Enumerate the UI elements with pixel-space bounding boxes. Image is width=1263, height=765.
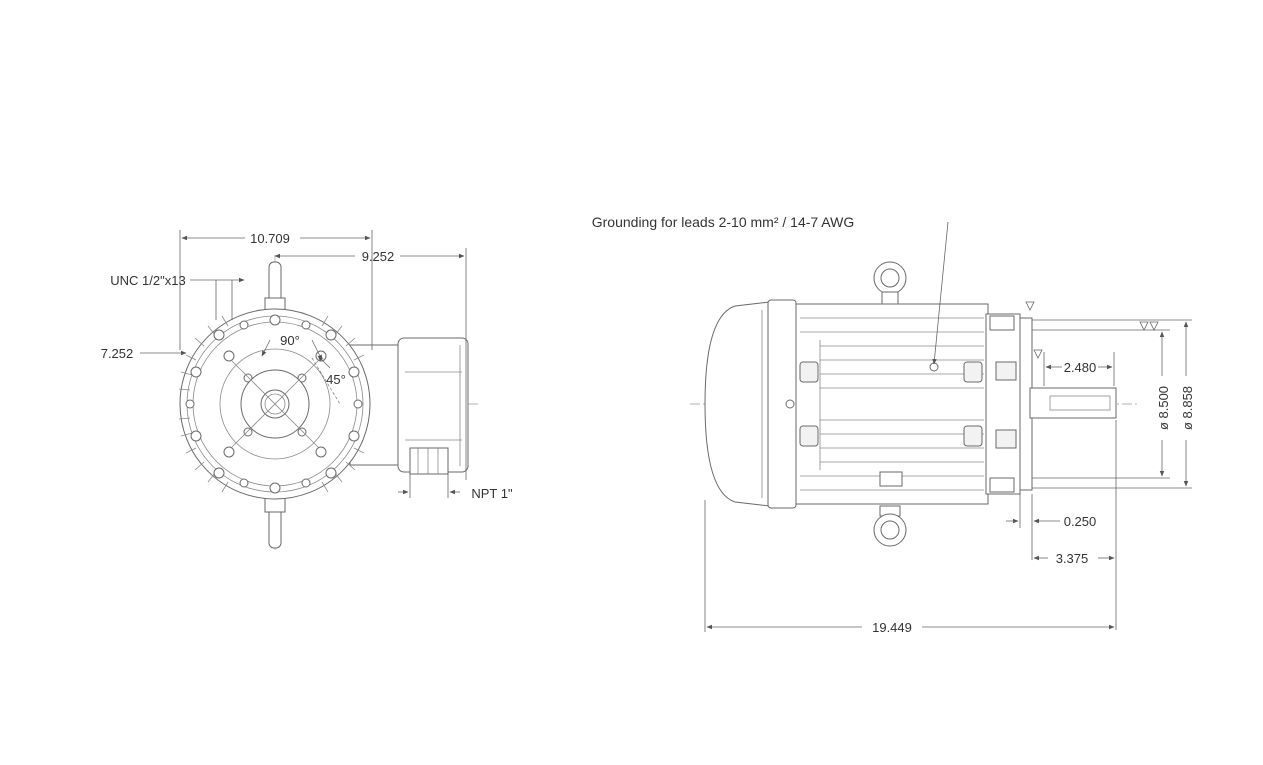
side-grounding-point-icon [929,362,939,372]
side-front-endshield [985,313,1021,495]
side-overall-length-label: 19.449 [872,620,912,635]
side-flange-diameter-label: ø 8.858 [1180,386,1195,430]
front-foot-height-label: 7.252 [101,346,134,361]
front-height-to-box-label: 9.252 [362,249,395,264]
side-frame-body [795,303,989,505]
front-conduit-leader [398,472,460,498]
front-thread-leader [190,277,245,320]
side-shaft [1029,387,1117,419]
front-dimension-width [179,230,373,350]
front-width-label: 10.709 [250,231,290,246]
grounding-note: Grounding for leads 2-10 mm² / 14-7 AWG [592,214,854,230]
side-fan-cover [704,301,771,507]
front-angle-90-label: 90° [280,333,300,348]
front-conduit-label: NPT 1" [471,486,513,501]
side-bottom-eyebolt [873,505,907,547]
side-shaft-length-label: 2.480 [1064,360,1097,375]
front-flange-bolts [185,314,363,494]
side-cooling-fins [800,317,984,491]
side-shaft-extension-label: 3.375 [1056,551,1089,566]
side-top-eyebolt [873,261,907,305]
front-thread-label: UNC 1/2"x13 [110,273,185,288]
front-dimension-height-to-box [274,248,467,480]
side-pilot-diameter-label: ø 8.500 [1156,386,1171,430]
front-frame [178,308,371,500]
side-pilot-depth-label: 0.250 [1064,514,1097,529]
side-view: Grounding for leads 2-10 mm² / 14-7 AWG … [592,214,1195,635]
front-bottom-lifting-eye [264,493,286,549]
front-top-lifting-eye [264,261,286,317]
front-angle-45-label: 45° [326,372,346,387]
front-view: 10.709 9.252 7.252 UNC 1/2"x13 90° 45° [101,230,513,550]
